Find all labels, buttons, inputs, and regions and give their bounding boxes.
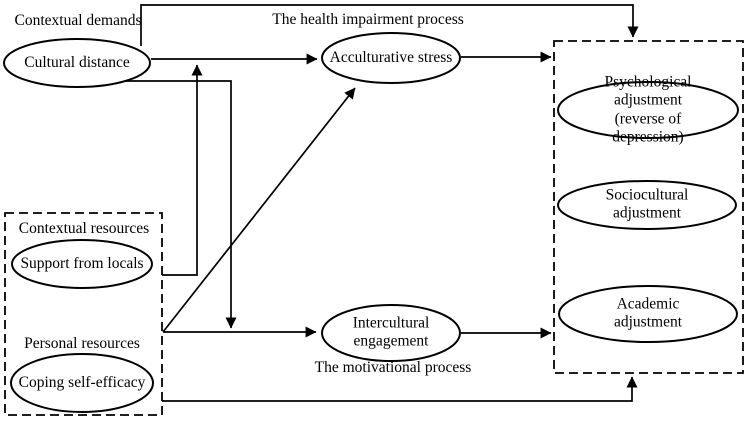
edge-cultural-distance-to-adjustment-box [140, 4, 639, 46]
node-support-from-locals [11, 239, 153, 289]
adjustment-group-box [553, 40, 744, 374]
contextual-resources-label: Contextual resources [18, 219, 150, 237]
node-psychological-adjustment [557, 81, 739, 139]
edge-coping-self-efficacy-to-adjustment-box [162, 376, 638, 402]
psychological-adjustment-label: Psychological adjustment (reverse of dep… [604, 73, 692, 146]
edge-support-moderation-arrow [162, 64, 203, 276]
edge-cultural-distance-moderation-arrow [126, 80, 237, 329]
cultural-distance-label: Cultural distance [24, 53, 130, 71]
node-coping-self-efficacy [10, 353, 154, 413]
motivational-process-label: The motivational process [314, 358, 472, 376]
node-acculturative-stress [321, 32, 461, 84]
health-impairment-process-label: The health impairment process [272, 10, 464, 28]
node-academic-adjustment [558, 285, 738, 343]
acculturative-stress-label: Acculturative stress [329, 48, 453, 66]
node-sociocultural-adjustment [557, 180, 737, 230]
coping-self-efficacy-label: Coping self-efficacy [18, 373, 146, 391]
sociocultural-adjustment-label: Sociocultural adjustment [605, 186, 689, 222]
support-from-locals-label: Support from locals [20, 254, 144, 272]
edge-personal-resources-to-acculturative-stress [162, 87, 356, 333]
node-cultural-distance [3, 38, 151, 88]
intercultural-engagement-label: Intercultural engagement [352, 314, 430, 350]
academic-adjustment-label: Academic adjustment [613, 295, 683, 331]
personal-resources-label: Personal resources [24, 334, 140, 352]
node-intercultural-engagement [321, 304, 461, 362]
resources-group-box [4, 212, 163, 416]
contextual-demands-label: Contextual demands [14, 11, 142, 29]
